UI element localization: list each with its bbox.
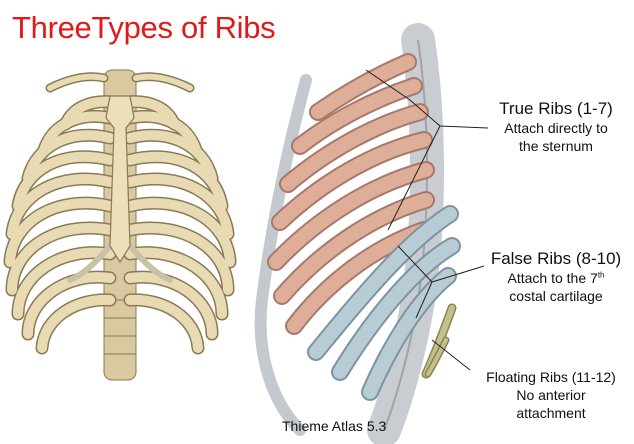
slide-title: ThreeTypes of Ribs (12, 10, 276, 45)
figure-caption: Thieme Atlas 5.3 (282, 418, 387, 434)
false-ribs (307, 205, 461, 401)
false-ribs-desc-superscript: th (597, 270, 605, 280)
true-ribs-desc-line2: the sternum (519, 138, 593, 154)
false-ribs-desc-line1: Attach to the 7th (476, 269, 634, 287)
floating-ribs-heading: Floating Ribs (11-12) (486, 369, 616, 385)
true-ribs-desc-line1: Attach directly to (504, 120, 608, 136)
false-ribs-desc-line1-text: Attach to the 7 (507, 270, 598, 286)
lateral-rib-cage (254, 23, 489, 444)
anterior-rib-cage (3, 69, 237, 381)
false-ribs-label: False Ribs (8-10) Attach to the 7th cost… (476, 249, 634, 305)
floating-ribs-desc-line2: attachment (516, 405, 586, 421)
leader-lines (365, 69, 489, 371)
anterior-ribs (3, 95, 237, 355)
true-ribs-heading: True Ribs (1-7) (499, 99, 613, 118)
true-ribs-label: True Ribs (1-7) Attach directly to the s… (476, 99, 634, 155)
false-ribs-desc-line2: costal cartilage (509, 288, 603, 304)
true-ribs (267, 53, 435, 335)
false-ribs-heading: False Ribs (8-10) (490, 249, 622, 268)
floating-ribs-label: Floating Ribs (11-12) No anterior attach… (466, 368, 634, 422)
sternum (105, 95, 135, 264)
floating-ribs-desc-line1: No anterior (516, 387, 586, 403)
floating-ribs (421, 303, 457, 379)
